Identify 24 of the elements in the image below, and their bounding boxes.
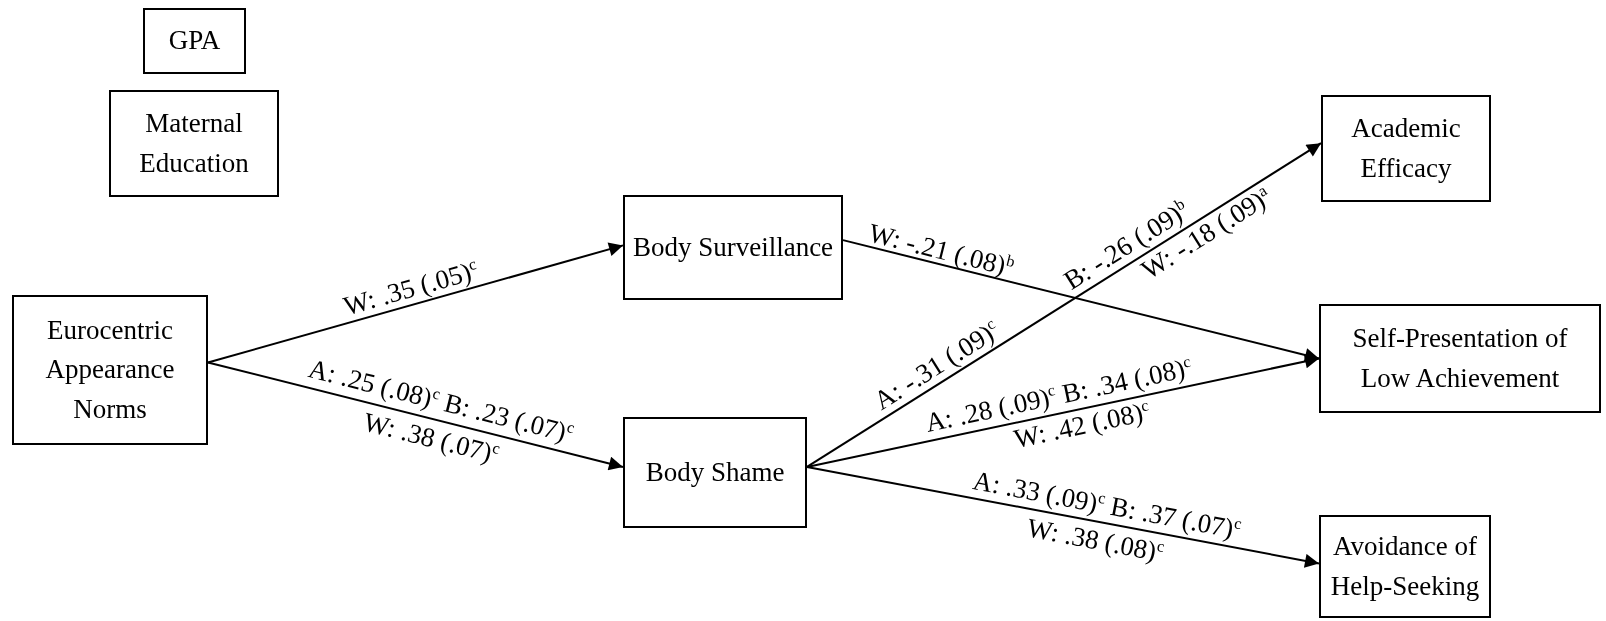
variable-name: Maternal Education [138,107,250,180]
variable-name: Body Shame [645,455,785,489]
variable-name: GPA [168,24,221,58]
variable-box [143,8,246,74]
variable-box [623,417,807,528]
variable-box [1319,304,1601,413]
variable-name: Eurocentric Appearance Norms [44,314,176,426]
variable-box [12,295,208,445]
variable-name: Body Surveillance [632,230,834,264]
variable-box [623,195,843,300]
arrow [806,354,1320,468]
arrow [806,465,1320,568]
arrow [207,361,624,471]
arrow [806,142,1322,468]
variable-box [1319,515,1491,618]
variable-name: Avoidance of Help-Seeking [1329,530,1481,603]
variable-box [109,90,279,197]
arrow [207,242,624,364]
variable-name: Self-Presentation of Low Achievement [1351,322,1569,395]
variable-box [1321,95,1491,202]
arrow [842,239,1320,362]
variable-name: Academic Efficacy [1350,112,1462,185]
edge-label: W: .35 (.05)$^{c}$ [340,255,480,322]
edge-label: W: -.21 (.08)$^{b}$ [865,218,1017,283]
